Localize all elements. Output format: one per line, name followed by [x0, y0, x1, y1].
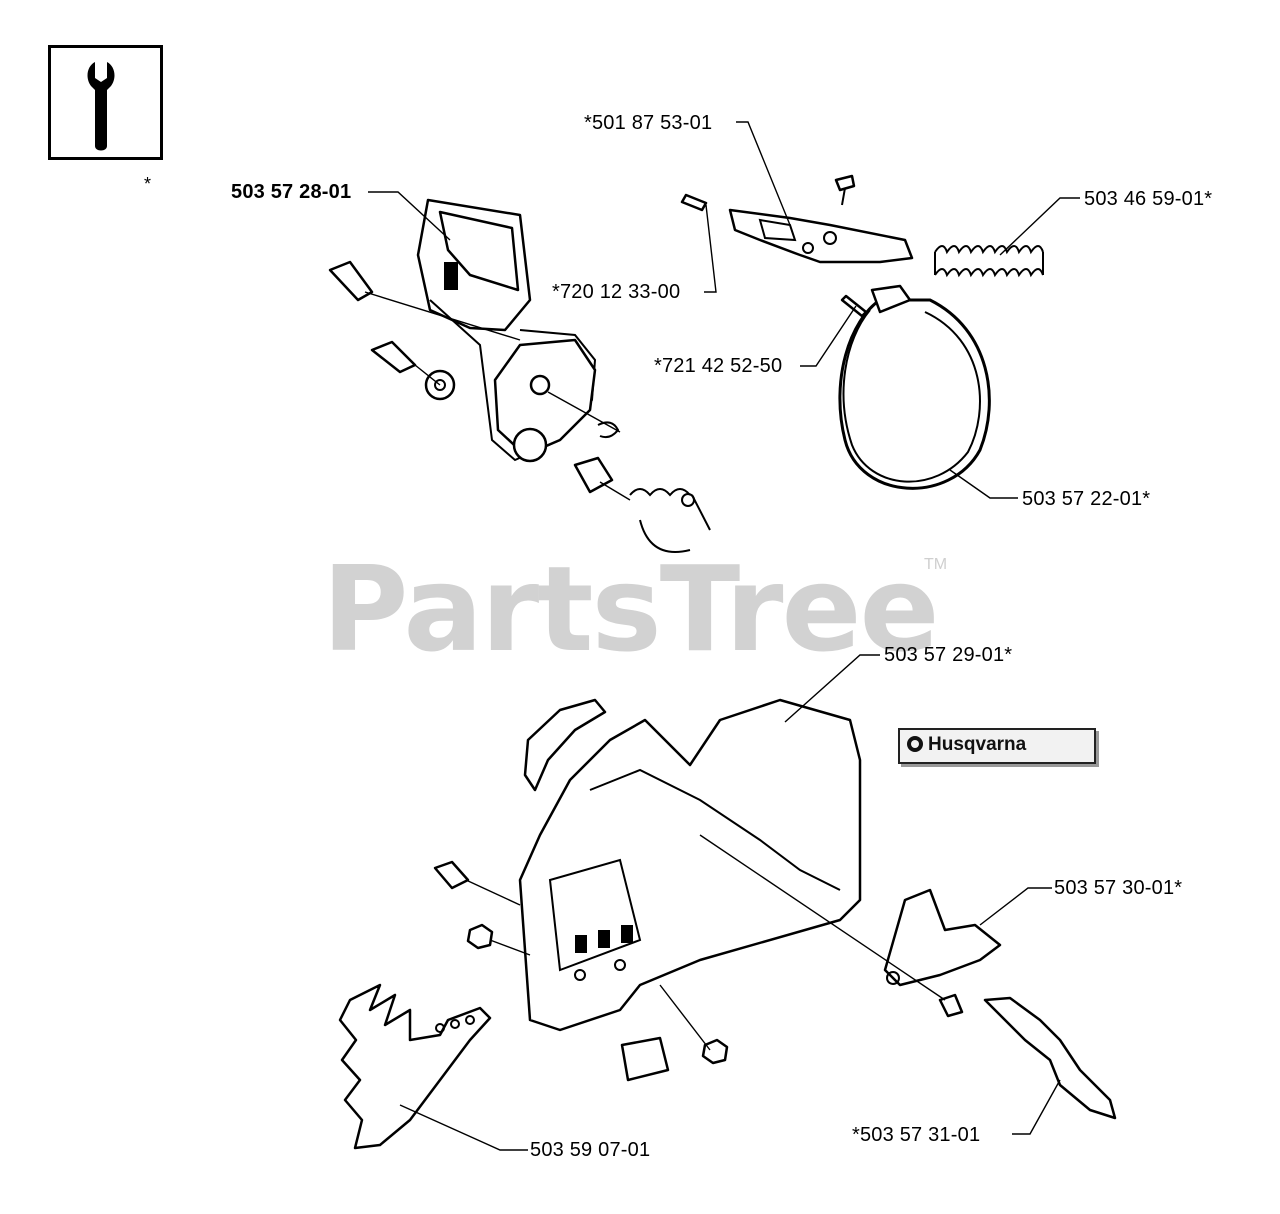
cover-screw [433, 860, 470, 890]
part-label-503-57-29-01[interactable]: 503 57 29-01* [884, 644, 1013, 666]
hex-bolt [370, 340, 417, 374]
bumper-spike-part [338, 983, 492, 1150]
watermark-text: PartsTree [322, 540, 940, 678]
footnote-asterisk: * [144, 174, 152, 194]
part-label-501-87-53-01[interactable]: *501 87 53-01 [584, 112, 713, 134]
guide-plate-part [883, 888, 1002, 987]
guide-plate-screw [938, 993, 964, 1018]
part-label-503-46-59-01[interactable]: 503 46 59-01* [1084, 188, 1213, 210]
part-label-721-42-52-50[interactable]: *721 42 52-50 [654, 355, 783, 377]
chain-cover-part [518, 698, 862, 1032]
husqvarna-crown-icon [907, 736, 923, 752]
trademark-mark: TM [924, 556, 948, 573]
part-label-503-57-30-01[interactable]: 503 57 30-01* [1054, 877, 1183, 899]
coil-spring [934, 245, 1044, 278]
brake-handle-part [416, 198, 597, 463]
cover-small-nut [701, 1038, 729, 1065]
chain-catcher-part [983, 996, 1117, 1120]
part-label-503-57-31-01[interactable]: *503 57 31-01 [852, 1124, 981, 1146]
part-label-503-59-07-01[interactable]: 503 59 07-01 [530, 1139, 651, 1161]
circlip [597, 421, 620, 439]
husqvarna-logo: Husqvarna [898, 728, 1096, 764]
chain-guide-block [620, 1036, 670, 1082]
brake-band-part [838, 284, 991, 490]
brake-handle-bolt [328, 260, 374, 302]
band-pin [840, 294, 868, 318]
bracket-clip [523, 698, 607, 792]
wrench-icon-box [48, 45, 163, 160]
part-label-503-57-22-01[interactable]: 503 57 22-01* [1022, 488, 1151, 510]
part-label-720-12-33-00[interactable]: *720 12 33-00 [552, 281, 681, 303]
lever-pin [680, 193, 708, 212]
pivot-sleeve [573, 456, 614, 494]
brand-logo-text: Husqvarna [928, 734, 1027, 755]
leader-lines [364, 121, 1080, 1151]
part-label-503-57-28-01[interactable]: 503 57 28-01 [231, 181, 352, 203]
brake-lever-part [728, 208, 914, 264]
lever-screw [834, 174, 856, 206]
wrench-icon [87, 62, 115, 151]
cover-nut [466, 923, 494, 950]
torsion-spring [629, 488, 711, 553]
